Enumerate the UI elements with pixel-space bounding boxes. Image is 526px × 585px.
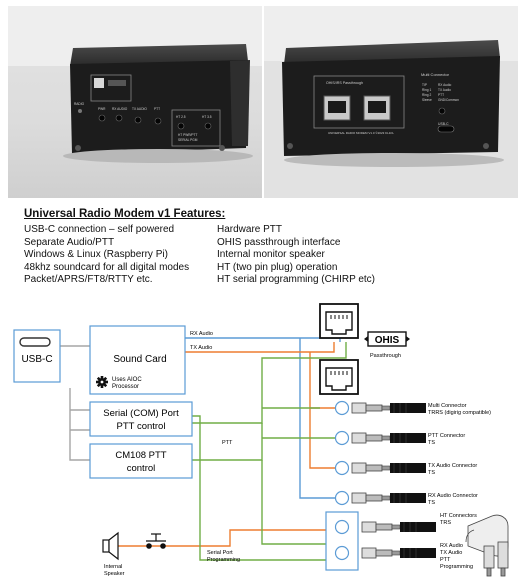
ptt-wire [192,342,347,561]
serial-port-block [89,401,193,437]
svg-text:HT 2.5: HT 2.5 [176,115,186,119]
ptt-wire-label: PTT [222,440,233,446]
multi-connector-label-line1: Multi Connector [428,403,467,409]
rx-audio-label: RX Audio [190,331,213,337]
photo-footer: UNIVERSAL RADIO MODEM V1.0 ©2023 KL1FL [328,131,394,135]
svg-text:TX Audio: TX Audio [438,88,451,92]
multi-connector-photo-title: Multi Connector [421,72,450,77]
serial-prog-label-line2: Programming [207,557,240,563]
front-panel-photo: RADIO PWR RX AUDIO TX AUDIO PTT HT 2.5 H… [8,6,262,198]
svg-text:OHIS: OHIS [375,335,400,346]
tx-audio-connector-jack [334,460,427,476]
rx-audio-connector-jack [334,490,427,506]
cm108-label-line1: CM108 PTT [115,450,166,461]
features-right-column: Hardware PTT OHIS passthrough interface … [217,224,375,287]
ht-connectors-label-line1: HT Connectors [440,513,477,519]
two-pin-plug-icon [465,514,509,577]
serial-label-line2: PTT control [117,421,166,432]
svg-text:PTT: PTT [438,93,444,97]
sound-card-label: Sound Card [113,354,166,365]
rear-panel-photo: OHIS/IRS Passthrough Multi Connector TIP… [264,6,518,198]
feature-item: Internal monitor speaker [217,249,325,261]
svg-text:HT 3.5: HT 3.5 [202,115,212,119]
tx-audio-label: TX Audio [190,345,212,351]
svg-text:GND/Common: GND/Common [438,98,459,102]
features-left-column: USB-C connection – self powered Separate… [24,224,189,287]
feature-item: Windows & Linux (Raspberry Pi) [24,249,168,261]
feature-item: Separate Audio/PTT [24,236,115,248]
feature-item: HT serial programming (CHIRP etc) [217,274,376,286]
ht-fn-ptt: PTT [440,557,451,563]
cm108-label-line2: control [127,463,156,474]
svg-text:PTT: PTT [154,107,160,111]
usb-c-icon [19,337,51,347]
ohis-logo: OHIS [364,331,410,347]
svg-text:USB-C: USB-C [438,122,449,126]
multi-connector-label-line2: TRRS (digirig compatible) [428,410,491,416]
ptt-connector-label-line1: PTT Connector [428,433,465,439]
aioc-label-line1: Uses AIOC [112,377,142,383]
feature-item: Hardware PTT [217,224,283,235]
ht-fn-rx: RX Audio [440,543,463,549]
svg-text:SERIAL PGM: SERIAL PGM [178,138,198,142]
features-section: Universal Radio Modem v1 Features: USB-C… [24,208,504,285]
ptt-connector-label-line2: TS [428,440,435,446]
speaker-label-line2: Speaker [104,571,125,577]
ptt-connector-jack [334,430,427,446]
feature-item: Packet/APRS/FT8/RTTY etc. [24,274,153,286]
multi-connector-jack [334,400,427,416]
feature-item: USB-C connection – self powered [24,224,175,235]
rj45-port-bottom [319,359,359,395]
serial-label-line1: Serial (COM) Port [103,408,179,419]
feature-item: 48khz soundcard for all digital modes [24,261,190,273]
svg-text:TIP: TIP [422,83,427,87]
svg-text:RADIO: RADIO [74,102,85,106]
rj45-port-top [319,303,359,339]
svg-text:PWR: PWR [98,107,106,111]
ht-connectors-label-line2: TRS [440,520,451,526]
svg-text:Ring 1: Ring 1 [422,88,431,92]
feature-item: OHIS passthrough interface [217,236,341,248]
gear-icon [96,376,108,388]
svg-text:HT PWR/PTT: HT PWR/PTT [178,133,197,137]
svg-text:TX AUDIO: TX AUDIO [132,107,147,111]
rx-connector-label-line2: TS [428,500,435,506]
feature-item: HT (two pin plug) operation [217,261,338,273]
ht-fn-tx: TX Audio [440,550,462,556]
passthrough-label: Passthrough [370,353,401,359]
svg-text:RX AUDIO: RX AUDIO [112,107,128,111]
svg-text:RX Audio: RX Audio [438,83,452,87]
passthrough-photo-label: OHIS/IRS Passthrough [326,81,363,85]
svg-text:Sleeve: Sleeve [422,98,432,102]
ht-fn-programming: Programming [440,564,473,570]
usb-c-label: USB-C [21,354,52,365]
speaker-icon [102,531,119,561]
serial-prog-label-line1: Serial Port [207,550,233,556]
cm108-block [89,443,193,479]
rx-connector-label-line1: RX Audio Connector [428,493,478,499]
tx-audio-wire [118,342,336,547]
features-title: Universal Radio Modem v1 Features: [24,208,226,220]
aioc-label-line2: Processor [112,384,139,390]
svg-text:Ring 2: Ring 2 [422,93,431,97]
speaker-label-line1: Internal [104,564,122,570]
switch-icon [146,533,166,549]
block-diagram: USB-C Sound Card Uses AIOC Processor Ser… [13,303,509,577]
tx-connector-label-line1: TX Audio Connector [428,463,477,469]
tx-connector-label-line2: TS [428,470,435,476]
